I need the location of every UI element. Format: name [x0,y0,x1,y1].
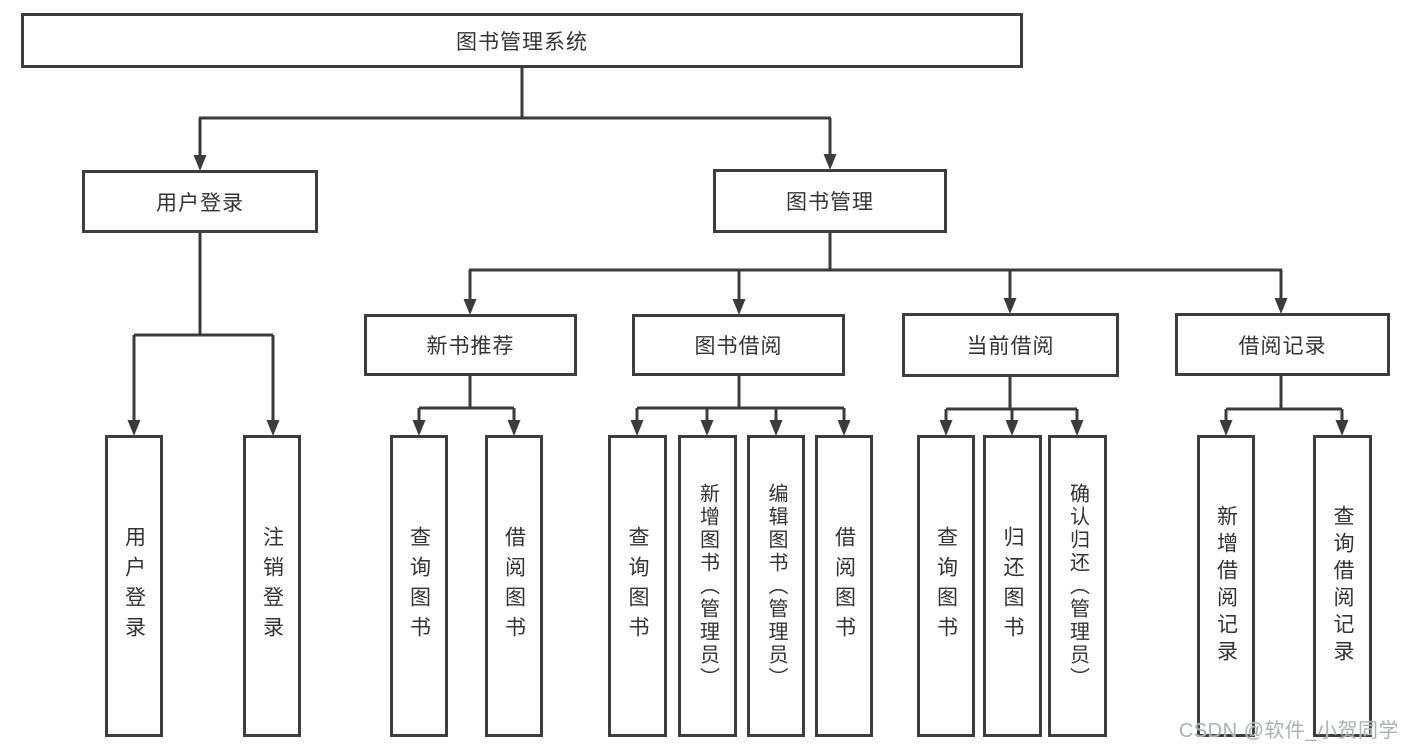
node-label: 新书推荐 [426,335,515,358]
node-new-book-recommend: 新书推荐 [364,314,577,376]
leaf-edit-books-admin: 编辑图书（管理员） [747,435,805,737]
tree-trunk-lines [134,68,1342,411]
leaf-confirm-return-admin: 确认归还（管理员） [1048,435,1107,737]
node-label: 图书借阅 [694,335,783,358]
node-book-management-group: 图书管理 [713,169,947,233]
leaf-label: 查询图书 [407,526,431,646]
csdn-watermark: CSDN @软件_小贺同学 [1178,720,1399,742]
leaf-label: 借阅图书 [832,526,856,646]
leaf-logout-login: 注销登录 [243,435,301,737]
node-label: 用户登录 [156,191,244,215]
leaf-label: 注销登录 [260,526,284,646]
leaf-label: 查询图书 [934,526,958,646]
leaf-query-books-recommend: 查询图书 [390,435,448,737]
leaf-label: 确认归还（管理员） [1066,482,1089,690]
arrow-stems [132,118,1344,421]
node-current-borrowing: 当前借阅 [902,313,1119,377]
leaf-query-books-current: 查询图书 [917,435,975,737]
leaf-query-borrow-record: 查询借阅记录 [1313,435,1372,737]
leaf-add-borrow-record: 新增借阅记录 [1197,435,1255,737]
node-borrow-records: 借阅记录 [1175,313,1390,376]
node-label: 借阅记录 [1238,334,1327,358]
node-system-root: 图书管理系统 [21,13,1023,68]
leaf-label: 查询图书 [626,526,649,646]
leaf-return-books: 归还图书 [983,435,1042,737]
leaf-user-login: 用户登录 [105,435,163,737]
leaf-borrow-books-recommend: 借阅图书 [485,435,543,737]
node-label: 图书管理系统 [456,30,588,54]
node-label: 图书管理 [786,191,874,214]
node-label: 当前借阅 [966,335,1055,358]
leaf-label: 用户登录 [122,526,146,646]
arrow-heads [127,154,1349,436]
leaf-label: 查询借阅记录 [1331,505,1354,667]
leaf-query-books-borrowing: 查询图书 [608,435,667,737]
leaf-label: 新增图书（管理员） [696,482,719,690]
leaf-borrow-books-borrowing: 借阅图书 [815,435,873,737]
leaf-label: 新增借阅记录 [1214,505,1238,667]
node-user-login-group: 用户登录 [82,170,318,233]
leaf-label: 借阅图书 [502,526,526,646]
node-book-borrowing: 图书借阅 [632,314,845,376]
leaf-label: 编辑图书（管理员） [765,482,787,690]
leaf-label: 归还图书 [1001,526,1024,646]
leaf-add-books-admin: 新增图书（管理员） [678,435,737,737]
